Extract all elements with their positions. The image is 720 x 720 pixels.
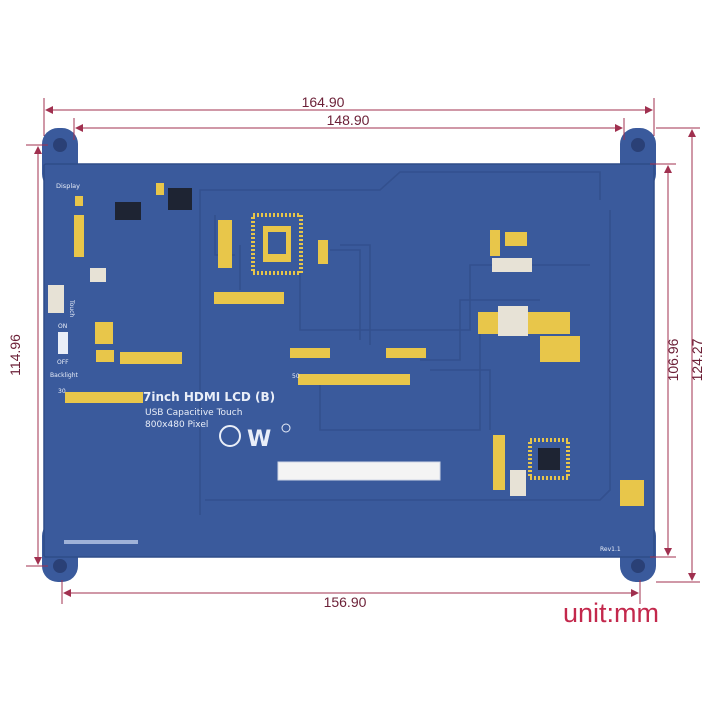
mount-hole-bottom-left bbox=[53, 559, 67, 573]
part-cluster-3 bbox=[48, 285, 64, 313]
part-display bbox=[156, 183, 164, 195]
right-part-2 bbox=[505, 232, 527, 246]
dim-hole-spacing-value: 148.90 bbox=[327, 112, 370, 128]
bottom-edge-strip bbox=[64, 540, 138, 544]
silk-off-label: OFF bbox=[57, 359, 69, 366]
logo-registered bbox=[281, 423, 291, 433]
main-chip-core bbox=[268, 232, 286, 254]
part-cluster-7 bbox=[214, 292, 284, 304]
dim-right-inner-height-value: 106.96 bbox=[665, 338, 681, 381]
unit-label: unit:mm bbox=[563, 598, 660, 628]
right-part-9 bbox=[620, 480, 644, 506]
mount-hole-top-left bbox=[53, 138, 67, 152]
right-part-6 bbox=[540, 336, 580, 362]
pcb-traces bbox=[199, 171, 611, 515]
fpc-connector-50pin bbox=[298, 374, 410, 385]
part-display-2 bbox=[75, 196, 83, 206]
right-chip-frame bbox=[528, 438, 570, 480]
board-title: 7inch HDMI LCD (B) bbox=[143, 390, 275, 404]
part-cluster-11 bbox=[318, 240, 328, 264]
part-cluster-1 bbox=[74, 215, 84, 257]
dim-right-outer-height-value: 124.27 bbox=[689, 338, 705, 381]
dim-right-outer-height: 124.27 bbox=[656, 127, 705, 583]
dim-hole-spacing: 148.90 bbox=[73, 112, 625, 140]
right-part-1 bbox=[490, 230, 500, 256]
part-cluster-5 bbox=[96, 350, 114, 362]
right-part-3 bbox=[492, 258, 532, 272]
mount-hole-bottom-right bbox=[631, 559, 645, 573]
dim-bottom-width: 156.90 bbox=[61, 580, 641, 610]
silk-touch-label: Touch bbox=[68, 299, 75, 317]
usb-connector-slot bbox=[277, 461, 441, 481]
silk-on-label: ON bbox=[58, 323, 67, 330]
silk-pin30-label: 30 bbox=[58, 388, 66, 395]
dim-right-inner-height: 106.96 bbox=[650, 163, 681, 558]
part-cluster-2 bbox=[90, 268, 106, 282]
right-chip bbox=[538, 448, 560, 470]
ic-display bbox=[115, 202, 141, 220]
part-cluster-8 bbox=[290, 348, 330, 358]
ic-power bbox=[168, 188, 192, 210]
part-cluster-4 bbox=[95, 322, 113, 344]
silk-backlight-label: Backlight bbox=[50, 372, 79, 379]
dim-overall-width: 164.90 bbox=[43, 94, 655, 136]
mount-hole-top-right bbox=[631, 138, 645, 152]
dim-left-height-value: 114.96 bbox=[7, 334, 23, 376]
right-part-8 bbox=[510, 470, 526, 496]
logo-mark: W bbox=[247, 427, 271, 452]
right-part-7 bbox=[493, 435, 505, 490]
silk-display-label: Display bbox=[56, 182, 80, 190]
brand-logo: W bbox=[219, 423, 291, 452]
main-chip-frame bbox=[251, 213, 303, 275]
board-revision: Rev1.1 bbox=[600, 546, 621, 553]
part-cluster-10 bbox=[218, 220, 232, 268]
dim-overall-width-value: 164.90 bbox=[302, 94, 345, 110]
lcd-board: W Display Touch ON OFF Backlight 30 50 7… bbox=[42, 128, 656, 582]
silk-pin50-label: 50 bbox=[292, 373, 300, 380]
backlight-switch bbox=[58, 332, 68, 354]
fpc-connector-30pin bbox=[65, 392, 143, 403]
right-part-5 bbox=[498, 306, 528, 336]
part-cluster-9 bbox=[386, 348, 426, 358]
dim-bottom-width-value: 156.90 bbox=[324, 594, 367, 610]
board-subtitle: USB Capacitive Touch bbox=[145, 408, 242, 418]
board-resolution: 800x480 Pixel bbox=[145, 420, 208, 430]
logo-raspberry bbox=[219, 425, 241, 447]
dim-left-height: 114.96 bbox=[7, 144, 48, 567]
part-cluster-6 bbox=[120, 352, 182, 364]
